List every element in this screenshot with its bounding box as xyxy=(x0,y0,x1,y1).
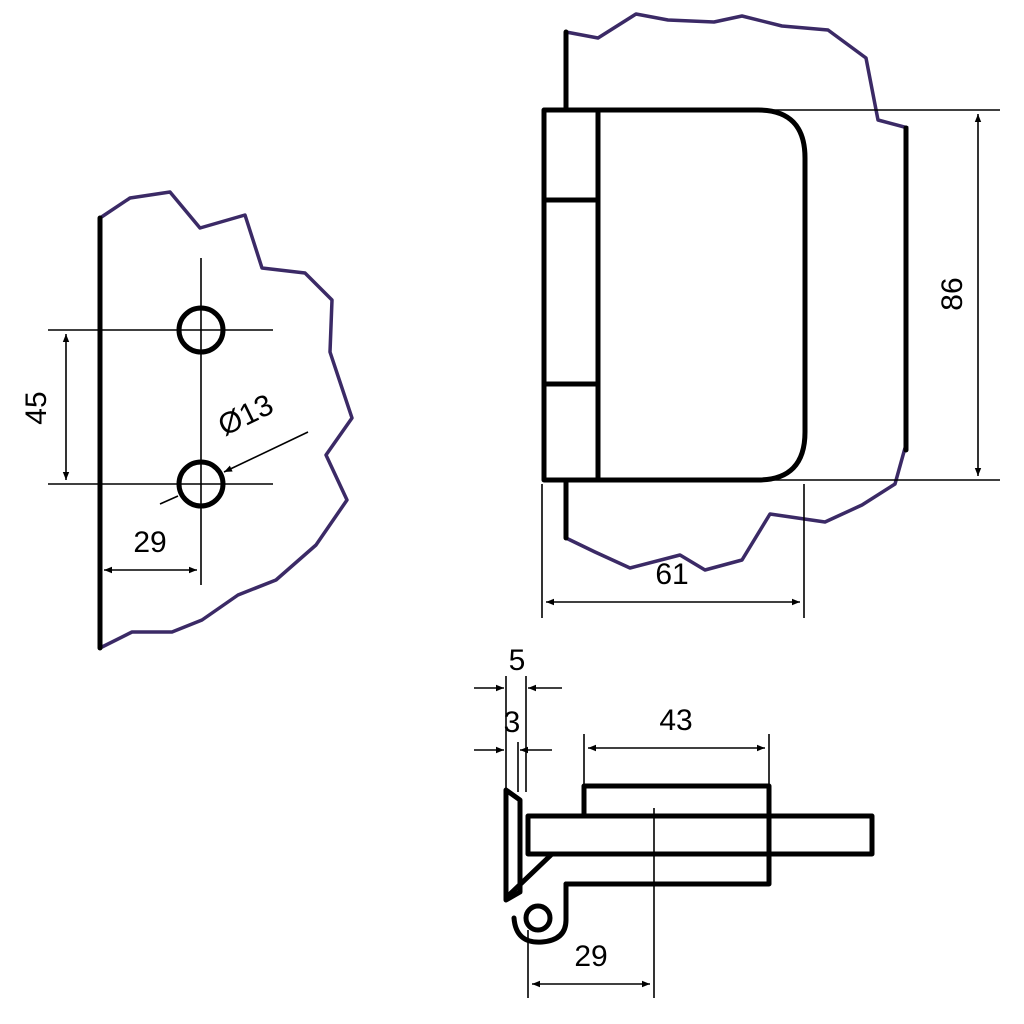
hinge-side-plate xyxy=(503,787,523,903)
hinge-knuckle-curve xyxy=(511,881,569,945)
left-panel-break-line xyxy=(99,190,354,650)
dim-43-label: 43 xyxy=(659,704,692,737)
dim-diameter-leader-tail xyxy=(159,495,179,505)
dim-29-left-label: 29 xyxy=(133,526,166,559)
mounting-hole-top xyxy=(176,305,226,355)
drilling-pattern-view: 45 Ø13 29 xyxy=(20,190,354,651)
hinge-cup-block xyxy=(563,783,772,887)
dim-45-label: 45 xyxy=(20,391,53,424)
mounting-hole-bottom xyxy=(176,459,226,509)
front-panel-break-top xyxy=(565,12,909,130)
hinge-arm-bar xyxy=(525,813,875,857)
dim-5-label: 5 xyxy=(509,644,526,677)
dim-61-label: 61 xyxy=(655,558,688,591)
hinge-plate-outline xyxy=(541,107,808,483)
dim-3-label: 3 xyxy=(504,706,521,739)
dim-86-label: 86 xyxy=(936,277,969,310)
dim-diameter-leader xyxy=(223,431,309,473)
dim-diameter-label: Ø13 xyxy=(213,388,278,443)
dim-29-top-label: 29 xyxy=(574,940,607,973)
hinge-diagonal-link xyxy=(505,851,555,899)
hinge-front-view: 86 61 xyxy=(541,12,1000,618)
front-panel-break-bottom xyxy=(565,447,907,572)
hinge-top-view: 5 3 43 29 xyxy=(474,644,875,998)
hinge-pivot-pin xyxy=(523,903,553,933)
